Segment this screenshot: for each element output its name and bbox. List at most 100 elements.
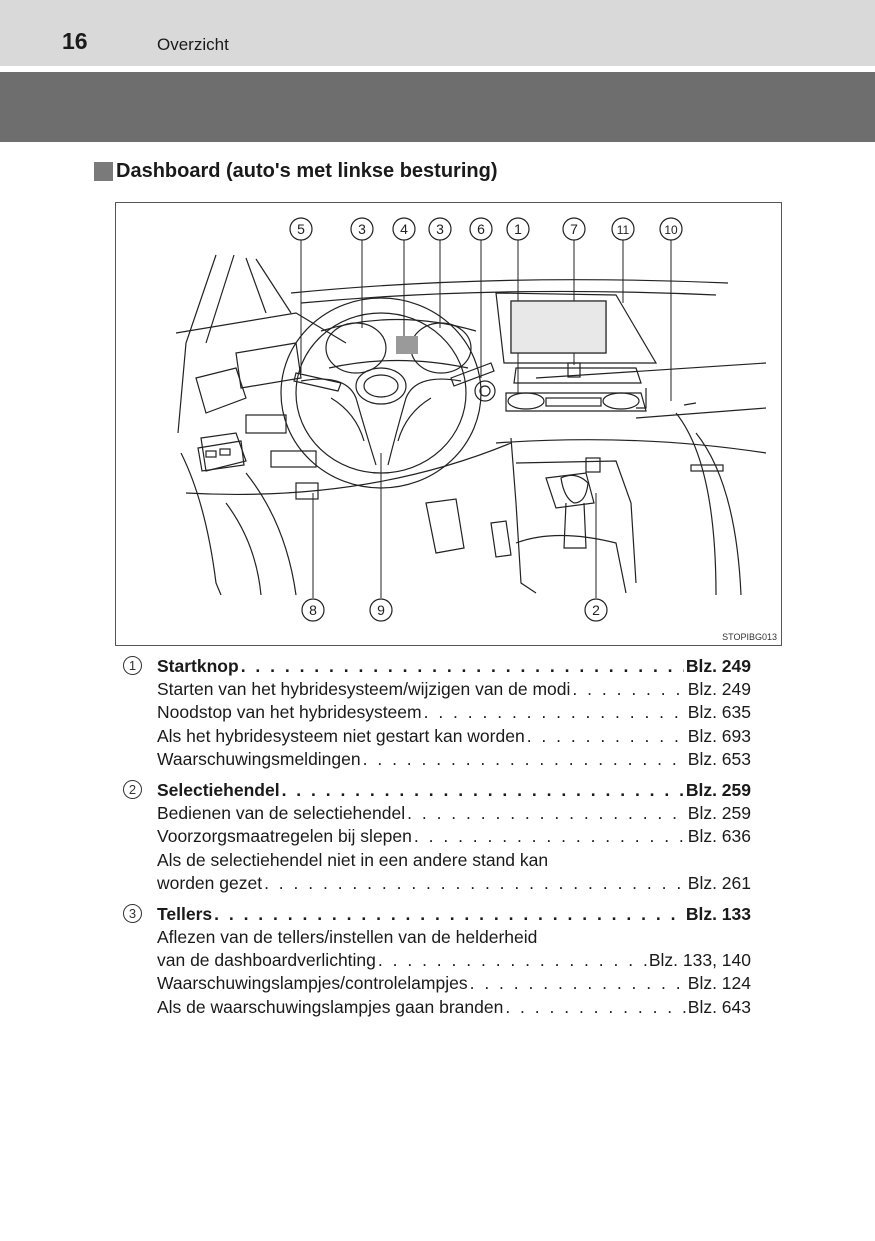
entry-item-label: Als de selectiehendel niet in een andere… xyxy=(157,849,549,870)
leader-dots xyxy=(527,726,686,747)
callout-circle xyxy=(659,217,683,241)
callout-number: 1 xyxy=(514,221,522,237)
leader-dots xyxy=(214,904,684,925)
entry-item-label: Waarschuwingsmeldingen xyxy=(157,748,361,769)
entry-item-label: Starten van het hybridesysteem/wijzigen … xyxy=(157,679,571,700)
page-reference: Blz. 261 xyxy=(687,872,751,893)
entry-item-label: Waarschuwingslampjes/controlelampjes xyxy=(157,973,468,994)
callout-number: 8 xyxy=(309,602,317,618)
callout-circle xyxy=(584,598,608,622)
entry-item-row: Als de waarschuwingslampjes gaan branden… xyxy=(157,997,751,1020)
callout-number: 4 xyxy=(400,221,408,237)
entry-gap xyxy=(123,896,751,904)
callout-circle xyxy=(289,217,313,241)
page-reference: Blz. 133 xyxy=(685,903,751,924)
entry-item-row: Bedienen van de selectiehendel Blz. 259 xyxy=(157,803,751,826)
page-reference: Blz. 259 xyxy=(687,803,751,824)
entry-item-row: Waarschuwingsmeldingen Blz. 653 xyxy=(157,749,751,772)
leader-dots xyxy=(424,702,686,723)
callout-circle xyxy=(469,217,493,241)
section-title-text: Dashboard (auto's met linkse besturing) xyxy=(116,160,498,182)
entry-item-row: Voorzorgsmaatregelen bij slepen Blz. 636 xyxy=(157,826,751,849)
entry-item-row: Starten van het hybridesysteem/wijzigen … xyxy=(157,679,751,702)
entry-title-row: Selectiehendel Blz. 259 xyxy=(157,780,751,803)
callout-circle xyxy=(301,598,325,622)
section-title: Dashboard (auto's met linkse besturing) xyxy=(94,160,497,183)
header-band xyxy=(0,72,875,142)
entry-item-label: Bedienen van de selectiehendel xyxy=(157,803,406,824)
page-header: 16 Overzicht xyxy=(0,0,875,66)
page-reference: Blz. 693 xyxy=(687,725,751,746)
entry-number: 3 xyxy=(123,903,142,923)
entry-title: Selectiehendel xyxy=(157,779,280,800)
entry-item-row: worden gezet Blz. 261 xyxy=(157,873,751,896)
leader-dots xyxy=(470,973,686,994)
callout-number: 7 xyxy=(570,221,578,237)
section-marker-icon xyxy=(94,162,113,181)
entry-item-row: Waarschuwingslampjes/controlelampjes Blz.… xyxy=(157,973,751,996)
entry-title-row: Tellers Blz. 133 xyxy=(157,904,751,927)
entry-item-row: van de dashboardverlichting Blz. 133, 140 xyxy=(157,950,751,973)
callout-number: 2 xyxy=(592,602,600,618)
leader-dots xyxy=(414,826,686,847)
entry-item-label: worden gezet xyxy=(157,872,263,893)
entry-item-row: Als de selectiehendel niet in een andere… xyxy=(157,850,751,873)
leader-dots xyxy=(378,950,647,971)
page-reference: Blz. 636 xyxy=(687,826,751,847)
leader-dots xyxy=(264,873,686,894)
callouts-bottom: 8 9 2 xyxy=(301,598,608,622)
entry-gap xyxy=(123,772,751,780)
callout-circle xyxy=(562,217,586,241)
callout-circle xyxy=(506,217,530,241)
callout-circle xyxy=(392,217,416,241)
entry-item-row: Als het hybridesysteem niet gestart kan … xyxy=(157,726,751,749)
page-reference: Blz. 249 xyxy=(687,679,751,700)
entry-item-label: Noodstop van het hybridesysteem xyxy=(157,702,422,723)
entry-item-label: Als het hybridesysteem niet gestart kan … xyxy=(157,725,525,746)
leader-dots xyxy=(407,803,686,824)
page-number: 16 xyxy=(62,28,88,54)
leader-dots xyxy=(505,997,685,1018)
page-reference: Blz. 653 xyxy=(687,748,751,769)
page-reference: Blz. 635 xyxy=(687,702,751,723)
entry-title: Tellers xyxy=(157,903,213,924)
entry-item-label: Aflezen van de tellers/instellen van de … xyxy=(157,927,538,948)
entry-number: 2 xyxy=(123,779,142,799)
callout-circle xyxy=(428,217,452,241)
page-reference: Blz. 643 xyxy=(687,996,751,1017)
callout-number: 10 xyxy=(664,223,678,237)
callout-number: 5 xyxy=(297,221,305,237)
page-reference: Blz. 259 xyxy=(685,779,751,800)
entry-title-row: Startknop Blz. 249 xyxy=(157,656,751,679)
callout-circle xyxy=(350,217,374,241)
entry-item-label: Voorzorgsmaatregelen bij slepen xyxy=(157,826,412,847)
entry-item-label: Als de waarschuwingslampjes gaan branden xyxy=(157,996,504,1017)
callout-circle xyxy=(611,217,635,241)
callout-number: 11 xyxy=(617,223,630,237)
page-reference: Blz. 133, 140 xyxy=(648,950,751,971)
entry-title: Startknop xyxy=(157,656,239,676)
figure-code: STOPIBG013 xyxy=(722,632,777,642)
leader-dots xyxy=(572,679,685,700)
entry-item-label: van de dashboardverlichting xyxy=(157,950,376,971)
entry-item-row: Aflezen van de tellers/instellen van de … xyxy=(157,927,751,950)
entry-item-row: Noodstop van het hybridesysteem Blz. 635 xyxy=(157,702,751,725)
page-reference: Blz. 124 xyxy=(687,973,751,994)
header-title: Overzicht xyxy=(157,35,229,54)
callout-number: 6 xyxy=(477,221,485,237)
callout-number: 3 xyxy=(358,221,366,237)
leader-dots xyxy=(363,749,686,770)
callout-number: 9 xyxy=(377,602,385,618)
leader-dots xyxy=(241,656,684,677)
page-reference: Blz. 249 xyxy=(685,656,751,676)
callout-circle xyxy=(369,598,393,622)
entry-number: 1 xyxy=(123,656,142,675)
leader-dots xyxy=(282,780,684,801)
